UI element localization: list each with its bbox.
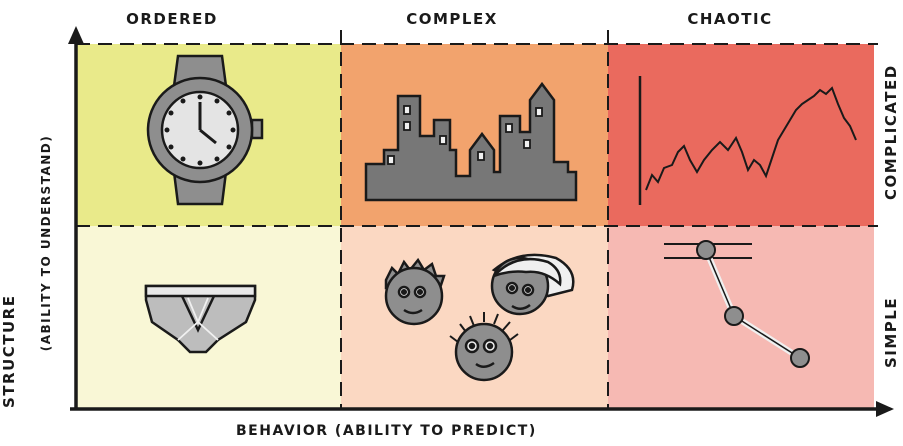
column-label-ordered: ORDERED xyxy=(126,10,218,28)
x-axis-label: BEHAVIOR (ABILITY TO PREDICT) xyxy=(236,423,537,439)
wristwatch-icon xyxy=(146,54,264,206)
city-skyline-icon xyxy=(364,81,578,202)
faces-icon xyxy=(384,253,575,382)
cell-chaotic-complicated xyxy=(608,44,874,226)
row-label-simple: SIMPLE xyxy=(882,296,900,368)
column-label-chaotic: CHAOTIC xyxy=(687,10,773,28)
stock-line-icon xyxy=(638,76,857,205)
y-axis-arrow xyxy=(68,26,84,410)
underwear-icon xyxy=(144,284,257,354)
pendulum-icon xyxy=(664,240,810,368)
y-axis-label-line2: (ABILITY TO UNDERSTAND) xyxy=(39,134,53,352)
y-axis-label-line1: STRUCTURE xyxy=(0,294,18,408)
x-axis-arrow xyxy=(70,401,894,417)
column-label-complex: COMPLEX xyxy=(406,10,498,28)
grid-lines xyxy=(76,30,878,408)
row-label-complicated: COMPLICATED xyxy=(882,64,900,200)
